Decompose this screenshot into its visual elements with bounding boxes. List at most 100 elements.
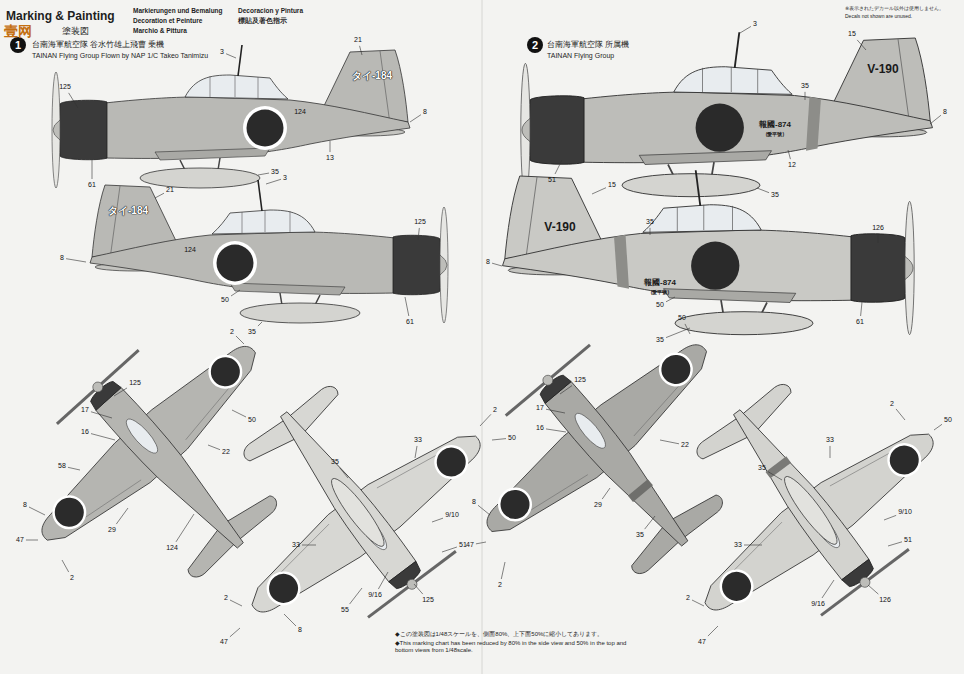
aircraft-marking: V-190 bbox=[544, 221, 575, 234]
callout-number: 51 bbox=[459, 541, 467, 549]
callout-number: 21 bbox=[166, 186, 174, 194]
leader-line bbox=[744, 545, 762, 546]
callout-number: 9/10 bbox=[898, 508, 912, 516]
badge-number: 2 bbox=[532, 39, 538, 51]
leader-line bbox=[266, 179, 281, 184]
watermark: 壹网 bbox=[4, 24, 32, 39]
leader-line bbox=[350, 588, 362, 604]
aircraft-marking: 報國-874 bbox=[644, 279, 676, 288]
leader-line bbox=[330, 141, 331, 152]
callout-number: 33 bbox=[414, 436, 422, 444]
callout-number: 50 bbox=[221, 296, 229, 304]
callout-number: 29 bbox=[108, 526, 116, 534]
aircraft-marking: (愛平號) bbox=[766, 132, 784, 138]
leader-line bbox=[442, 547, 457, 552]
leader-line bbox=[501, 562, 505, 579]
header-text: TAINAN Flying Group bbox=[547, 52, 614, 60]
leader-line bbox=[91, 434, 115, 440]
callout-number: 35 bbox=[271, 168, 279, 176]
callout-number: 17 bbox=[81, 406, 89, 414]
callout-number: 61 bbox=[406, 318, 414, 326]
leader-line bbox=[492, 263, 502, 266]
leader-line bbox=[92, 160, 93, 179]
leader-line bbox=[757, 188, 769, 193]
leader-line bbox=[155, 193, 164, 198]
callout-number: 47 bbox=[698, 638, 706, 646]
leader-line bbox=[26, 540, 38, 541]
leader-line bbox=[176, 514, 194, 542]
callout-number: 8 bbox=[60, 254, 64, 262]
callout-number: 50 bbox=[944, 416, 952, 424]
callout-number: 17 bbox=[536, 404, 544, 412]
callout-number: 8 bbox=[486, 258, 490, 266]
callout-number: 50 bbox=[248, 416, 256, 424]
language-heading: Decoracion y Pintura bbox=[238, 7, 303, 14]
leader-line bbox=[414, 584, 423, 594]
leader-line bbox=[478, 505, 490, 515]
callout-number: 16 bbox=[81, 428, 89, 436]
callout-number: 35 bbox=[636, 531, 644, 539]
leader-line bbox=[230, 628, 240, 637]
callout-number: 3 bbox=[283, 174, 287, 182]
header-text: Decals not shown are unused. bbox=[845, 14, 912, 20]
leader-line bbox=[685, 324, 690, 334]
callout-number: 125 bbox=[59, 83, 71, 91]
leader-line bbox=[861, 302, 862, 316]
leader-line bbox=[822, 580, 834, 598]
callout-number: 125 bbox=[414, 218, 426, 226]
callout-number: 33 bbox=[292, 541, 300, 549]
callout-number: 47 bbox=[16, 536, 24, 544]
callout-number: 16 bbox=[536, 424, 544, 432]
callout-number: 33 bbox=[734, 541, 742, 549]
leader-line bbox=[692, 600, 704, 606]
number-badge: 1 bbox=[10, 37, 26, 53]
leader-line bbox=[666, 297, 675, 302]
leader-line bbox=[62, 560, 69, 572]
leader-line bbox=[878, 234, 879, 243]
header-text: ※表示されたデカール以外は使用しません。 bbox=[845, 6, 944, 12]
language-heading: Decoration et Peinture bbox=[133, 17, 202, 24]
leader-line bbox=[602, 488, 610, 499]
callout-number: 51 bbox=[548, 176, 556, 184]
callout-number: 15 bbox=[848, 30, 856, 38]
callout-number: 21 bbox=[354, 36, 362, 44]
leader-line bbox=[708, 626, 718, 636]
callout-number: 15 bbox=[608, 181, 616, 189]
leader-line bbox=[645, 516, 655, 529]
callout-number: 35 bbox=[248, 328, 256, 336]
language-heading: Markierungen und Bemalung bbox=[133, 7, 223, 14]
leader-line bbox=[284, 614, 296, 626]
leader-line bbox=[857, 40, 866, 50]
leader-line bbox=[555, 160, 562, 174]
leader-line bbox=[236, 336, 244, 344]
leader-line bbox=[650, 228, 651, 235]
leader-line bbox=[934, 424, 942, 430]
aircraft-marking: 報國-874 bbox=[759, 121, 791, 130]
callout-number: 8 bbox=[943, 108, 947, 116]
leader-line bbox=[91, 412, 112, 418]
leader-line bbox=[418, 228, 419, 240]
callout-number: 2 bbox=[890, 400, 894, 408]
aircraft-marking: タイ-184 bbox=[352, 70, 392, 81]
callout-number: 12 bbox=[788, 161, 796, 169]
note-text: ◆This marking chart has been reduced by … bbox=[395, 640, 635, 653]
leader-line bbox=[340, 468, 348, 478]
header-text: 台南海軍航空隊 所属機 bbox=[547, 41, 629, 50]
callout-number: 47 bbox=[220, 638, 228, 646]
callout-number: 2 bbox=[498, 581, 502, 589]
leader-line bbox=[232, 410, 246, 417]
callout-number: 58 bbox=[58, 462, 66, 470]
callout-number: 9/10 bbox=[445, 511, 459, 519]
callout-number: 8 bbox=[472, 498, 476, 506]
leader-line bbox=[69, 93, 78, 108]
callout-number: 9/16 bbox=[811, 600, 825, 608]
leader-line bbox=[930, 115, 941, 124]
leader-line bbox=[884, 515, 896, 520]
leader-line bbox=[116, 508, 128, 524]
leader-line bbox=[660, 440, 679, 444]
leader-line bbox=[830, 446, 831, 458]
leader-line bbox=[546, 429, 566, 432]
callout-number: 51 bbox=[904, 536, 912, 544]
callout-number: 3 bbox=[220, 48, 224, 56]
